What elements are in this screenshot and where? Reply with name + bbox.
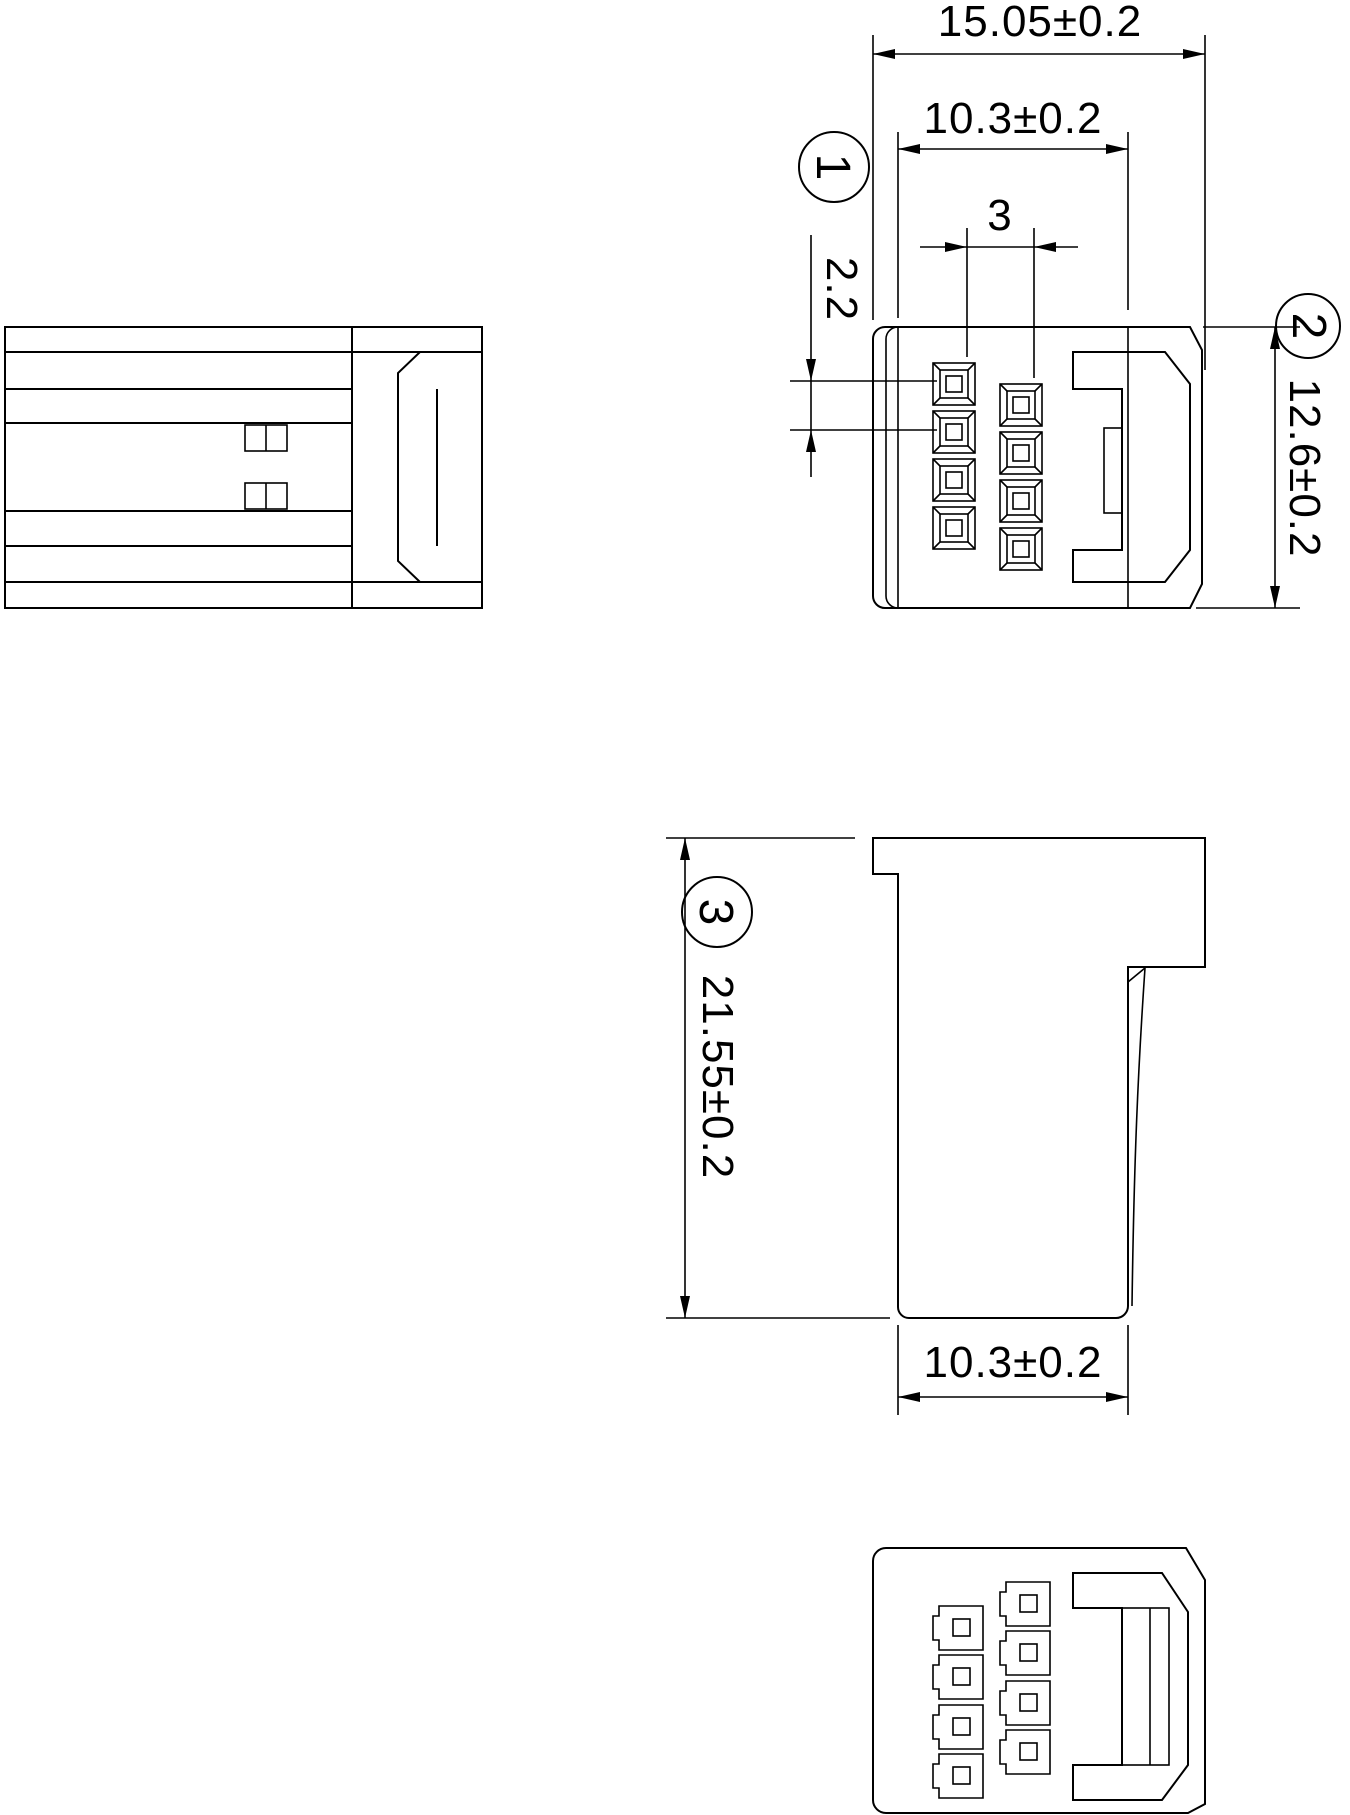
- callout-3-label: 3: [689, 899, 742, 926]
- cavity: [932, 1605, 984, 1651]
- row-pitch-label: 2.2: [817, 257, 866, 321]
- terminal: [932, 506, 976, 550]
- dimension-pitch: 3: [920, 191, 1078, 378]
- overall-width-label: 15.05±0.2: [938, 0, 1142, 46]
- cavity: [932, 1704, 984, 1750]
- dimension-length: 21.55±0.2: [666, 837, 890, 1319]
- cavity: [999, 1581, 1051, 1627]
- dimension-body-width-top: 10.3±0.2: [897, 94, 1129, 318]
- dimension-overall-width: 15.05±0.2: [872, 0, 1206, 370]
- callout-2: 2: [1275, 293, 1341, 359]
- terminal: [999, 479, 1043, 523]
- dimension-row-pitch: 2.2: [790, 235, 937, 477]
- cavity: [932, 1753, 984, 1799]
- terminal: [932, 458, 976, 502]
- callout-1-label: 1: [806, 154, 859, 181]
- length-label: 21.55±0.2: [693, 975, 742, 1179]
- cavity: [999, 1630, 1051, 1676]
- dimension-height: 12.6±0.2: [1196, 326, 1329, 609]
- callout-2-label: 2: [1282, 313, 1335, 340]
- terminal: [932, 410, 976, 454]
- cavity: [932, 1654, 984, 1700]
- front-view: [872, 326, 1203, 609]
- terminal: [999, 431, 1043, 475]
- pitch-label: 3: [987, 191, 1012, 240]
- rear-view: [872, 1547, 1206, 1814]
- terminal: [999, 383, 1043, 427]
- cavity: [999, 1729, 1051, 1775]
- cavity: [999, 1680, 1051, 1726]
- body-width-top-label: 10.3±0.2: [924, 94, 1103, 143]
- callout-1: 1: [798, 131, 870, 203]
- side-view: [4, 326, 483, 609]
- height-label: 12.6±0.2: [1280, 379, 1329, 558]
- terminal: [999, 527, 1043, 571]
- dimension-body-width-bottom: 10.3±0.2: [897, 1325, 1129, 1415]
- terminal: [932, 362, 976, 406]
- body-width-bottom-label: 10.3±0.2: [924, 1338, 1103, 1387]
- callout-3: 3: [681, 876, 753, 948]
- top-view: [872, 837, 1206, 1319]
